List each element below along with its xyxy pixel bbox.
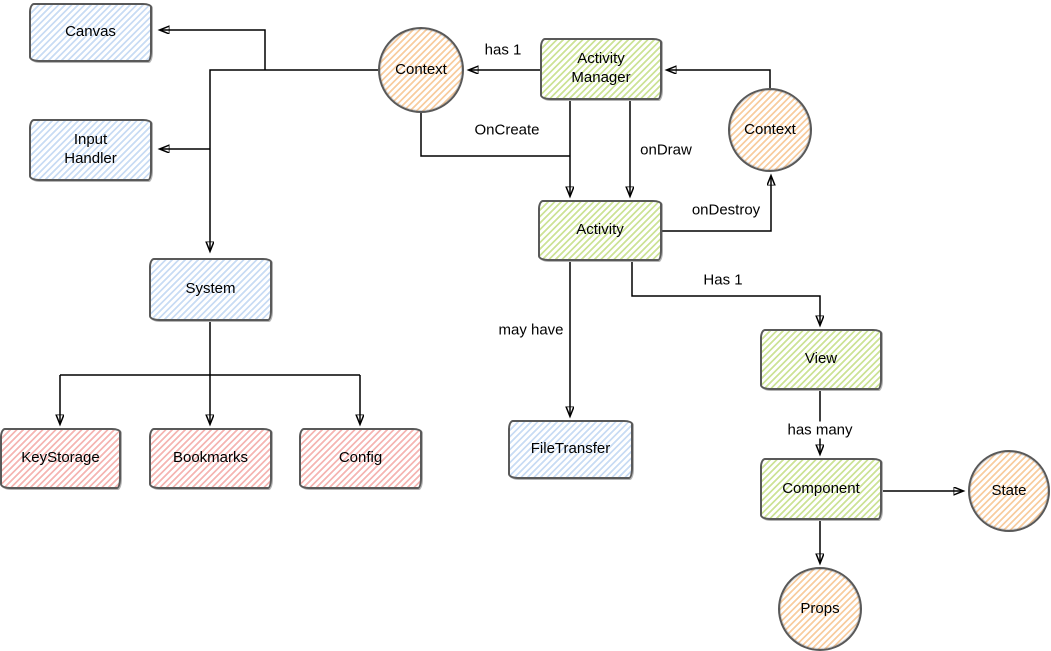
node-component[interactable]: Component bbox=[760, 458, 882, 520]
node-props-label: Props bbox=[800, 599, 840, 617]
node-props[interactable]: Props bbox=[778, 567, 862, 651]
node-context-left-label: Context bbox=[395, 60, 447, 78]
node-state[interactable]: State bbox=[968, 450, 1050, 532]
node-activity[interactable]: Activity bbox=[538, 200, 662, 261]
edge-label-has-1-context[interactable]: has 1 bbox=[481, 41, 525, 59]
edge-label-oncreate[interactable]: OnCreate bbox=[471, 121, 543, 139]
node-keystorage-label: KeyStorage bbox=[21, 449, 100, 467]
node-context-right[interactable]: Context bbox=[728, 88, 812, 172]
edge-label-has-many[interactable]: has many bbox=[784, 421, 856, 439]
node-activity-manager-label: Activity Manager bbox=[571, 50, 631, 86]
edge-label-ondraw[interactable]: onDraw bbox=[637, 141, 695, 159]
node-config-label: Config bbox=[338, 449, 383, 467]
node-context-right-label: Context bbox=[744, 120, 796, 138]
node-filetransfer-label: FileTransfer bbox=[530, 440, 611, 458]
node-context-left[interactable]: Context bbox=[378, 27, 464, 113]
node-view[interactable]: View bbox=[760, 329, 882, 390]
edge-context-right-am bbox=[667, 70, 771, 88]
edge-label-has-1-view[interactable]: Has 1 bbox=[700, 271, 746, 289]
node-input-handler-label: Input Handler bbox=[64, 131, 117, 167]
node-state-label: State bbox=[991, 481, 1027, 499]
node-input-handler[interactable]: Input Handler bbox=[29, 119, 152, 181]
node-config[interactable]: Config bbox=[299, 428, 422, 489]
node-system-label: System bbox=[185, 280, 236, 298]
node-bookmarks-label: Bookmarks bbox=[172, 449, 249, 467]
edge-context-activity-oncreate bbox=[420, 113, 570, 157]
node-activity-manager[interactable]: Activity Manager bbox=[540, 38, 662, 100]
node-keystorage[interactable]: KeyStorage bbox=[0, 428, 121, 489]
edge-context-system bbox=[210, 69, 378, 251]
edge-activity-context-ondestroy bbox=[662, 176, 771, 232]
node-system[interactable]: System bbox=[149, 258, 272, 321]
edge-label-may-have[interactable]: may have bbox=[495, 321, 567, 339]
node-activity-label: Activity bbox=[576, 221, 624, 239]
node-view-label: View bbox=[804, 350, 838, 368]
node-bookmarks[interactable]: Bookmarks bbox=[149, 428, 272, 489]
edge-activity-view bbox=[631, 262, 820, 325]
edge-label-ondestroy[interactable]: onDestroy bbox=[688, 201, 764, 219]
edge-context-canvas bbox=[160, 30, 266, 70]
node-component-label: Component bbox=[782, 479, 860, 497]
node-canvas[interactable]: Canvas bbox=[29, 3, 152, 62]
node-filetransfer[interactable]: FileTransfer bbox=[508, 420, 633, 479]
node-canvas-label: Canvas bbox=[65, 23, 116, 41]
